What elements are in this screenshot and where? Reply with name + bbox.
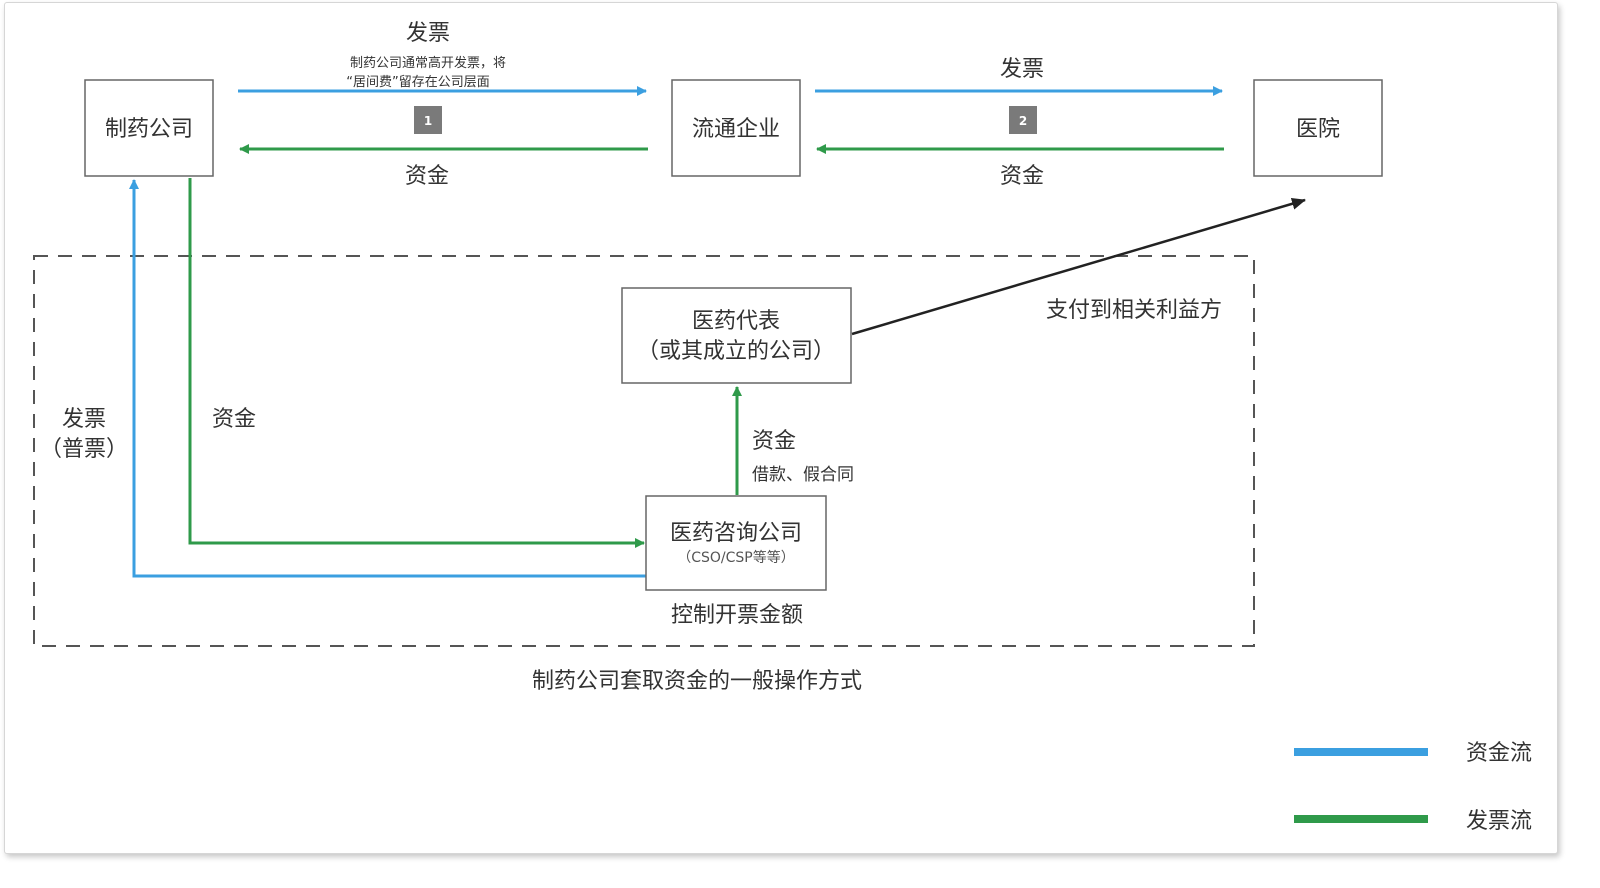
distributor-label: 流通企业 <box>692 117 780 142</box>
consulting-company-label-line2: （CSO/CSP等等） <box>677 549 795 566</box>
invoice-label-1: 发票 <box>406 21 450 46</box>
medical-rep-label-line1: 医药代表 <box>692 309 780 334</box>
funds-left-label: 资金 <box>212 407 256 432</box>
legend: 资金流 发票流 <box>1294 741 1532 834</box>
invoice-left-label-line1: 发票 <box>62 407 106 432</box>
step-badge-2: 2 <box>1009 106 1037 134</box>
medical-rep-label-line2: （或其成立的公司） <box>637 339 835 364</box>
invoice-note-line1: 制药公司通常高开发票，将 <box>350 55 506 71</box>
payment-arrow-rep-to-hospital <box>851 197 1306 336</box>
operation-region <box>33 255 1255 647</box>
legend-label-2: 发票流 <box>1466 809 1532 834</box>
funds-label-2: 资金 <box>1000 164 1044 189</box>
svg-text:2: 2 <box>1019 114 1027 128</box>
pharma-company-label: 制药公司 <box>105 117 193 142</box>
funds-up-note: 借款、假合同 <box>752 465 854 485</box>
funds-arrow-pharma-to-consult <box>188 178 645 548</box>
hospital-label: 医院 <box>1296 117 1340 142</box>
consulting-company-label-line1: 医药咨询公司 <box>670 521 802 546</box>
invoice-label-2: 发票 <box>1000 57 1044 82</box>
step-badge-1: 1 <box>414 106 442 134</box>
diagram-caption: 制药公司套取资金的一般操作方式 <box>532 669 862 694</box>
svg-text:1: 1 <box>424 114 432 128</box>
distributor-box: 流通企业 <box>671 79 801 177</box>
medical-rep-box: 医药代表 （或其成立的公司） <box>621 287 852 384</box>
invoice-left-label-line2: （普票） <box>40 437 128 462</box>
hospital-box: 医院 <box>1253 79 1383 177</box>
pay-to-label: 支付到相关利益方 <box>1046 298 1222 323</box>
control-amount-label: 控制开票金额 <box>671 603 803 628</box>
pharma-company-box: 制药公司 <box>84 79 214 177</box>
invoice-note-line2: “居间费”留存在公司层面 <box>346 75 489 90</box>
funds-label-1: 资金 <box>405 164 449 189</box>
consulting-company-box: 医药咨询公司 （CSO/CSP等等） <box>645 495 827 591</box>
legend-label-1: 资金流 <box>1466 741 1532 766</box>
funds-up-label: 资金 <box>752 429 796 454</box>
invoice-arrow-consult-to-pharma <box>129 179 646 578</box>
